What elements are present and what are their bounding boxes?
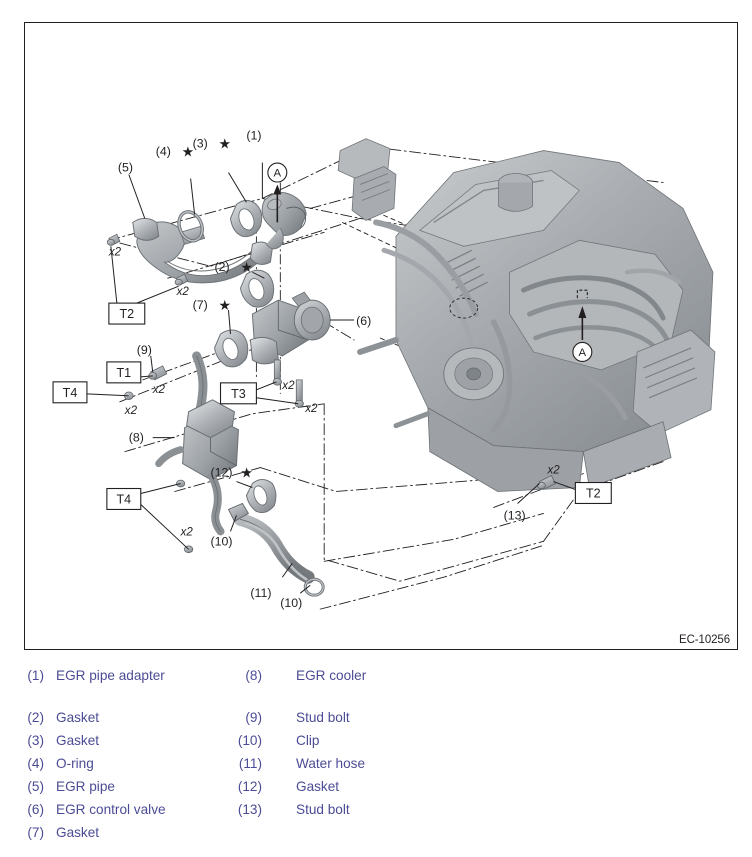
legend-label: EGR pipe adapter: [56, 668, 165, 683]
legend-label: Gasket: [56, 733, 100, 748]
torque-box-t2-upper: T2: [108, 246, 179, 325]
callout-11: (11): [250, 586, 271, 600]
quantity-labels: x2 x2 x2 x2 x2 x2 x2 x2: [108, 246, 560, 538]
qty-label: x2: [108, 246, 122, 258]
legend-label: O-ring: [56, 756, 94, 771]
legend-num: (1): [27, 668, 44, 683]
legend-num: (3): [27, 733, 44, 748]
star-icon: ★: [219, 137, 232, 153]
qty-label: x2: [546, 465, 560, 477]
star-icon: ★: [240, 466, 252, 482]
legend-num: (10): [237, 733, 262, 748]
torque-label: T2: [119, 307, 134, 321]
legend-num: (9): [245, 710, 262, 725]
legend-num: (5): [27, 779, 44, 794]
qty-label: x2: [124, 405, 138, 417]
qty-label: x2: [176, 286, 190, 298]
legend-label: Gasket: [56, 825, 100, 840]
section-marker-a-right: A: [572, 289, 593, 362]
parts-legend: (1) EGR pipe adapter (2) Gasket (3) Gask…: [0, 652, 752, 857]
callout-13: (13): [504, 508, 526, 522]
section-marker-label: A: [274, 168, 282, 180]
part-egr-control-valve: [249, 291, 355, 365]
legend-num: (13): [237, 802, 262, 817]
figure-id-label: EC-10256: [679, 634, 730, 646]
part-gasket-2: [239, 269, 275, 308]
part-gasket-3: [229, 199, 263, 238]
legend-num: (7): [27, 825, 44, 840]
egr-exploded-view-diagram: T2 T1 T4 T3: [52, 129, 716, 611]
torque-box-group: T2 T1 T4 T3: [52, 246, 612, 550]
part-egr-cooler: [152, 351, 239, 536]
part-water-hose: [233, 512, 315, 584]
legend-label: EGR control valve: [56, 802, 166, 817]
legend-num: (11): [238, 756, 262, 771]
torque-box-t1: T1: [106, 361, 153, 384]
callout-6: (6): [356, 314, 371, 328]
qty-label: x2: [304, 403, 318, 415]
part-gasket-12: [245, 479, 277, 514]
star-icon: ★: [182, 145, 194, 161]
legend-label: Stud bolt: [296, 710, 350, 725]
callout-2: (2): [215, 260, 230, 274]
torque-label: T2: [586, 486, 601, 500]
qty-label: x2: [281, 380, 295, 392]
legend-label: EGR cooler: [296, 668, 367, 683]
section-marker-a-left: A: [267, 162, 288, 223]
callout-10-upper: (10): [211, 534, 233, 548]
callout-10-lower: (10): [280, 596, 302, 610]
legend-num: (8): [245, 668, 262, 683]
part-egr-pipe-adapter: [261, 191, 307, 250]
torque-box-t4-upper: T4: [52, 381, 129, 404]
legend-label: Water hose: [296, 756, 366, 771]
callout-3: (3): [193, 137, 208, 151]
legend-num: (6): [27, 802, 44, 817]
part-clip-upper: [227, 502, 250, 523]
fastener-stud-bolts: [106, 233, 556, 554]
callout-leader-lines: [128, 162, 540, 594]
legend-label: Gasket: [296, 779, 340, 794]
torque-label: T4: [116, 492, 131, 506]
legend-num: (2): [27, 710, 44, 725]
legend-label: Clip: [296, 733, 320, 748]
torque-box-t3: T3: [219, 381, 299, 405]
callout-8: (8): [129, 431, 144, 445]
callout-9: (9): [137, 343, 152, 357]
part-gasket-7: [214, 329, 249, 368]
legend-label: Stud bolt: [296, 802, 350, 817]
torque-label: T1: [116, 366, 131, 380]
qty-label: x2: [180, 526, 194, 538]
torque-box-t4-lower: T4: [106, 483, 189, 550]
qty-label: x2: [152, 384, 166, 396]
legend-label: Gasket: [56, 710, 100, 725]
callout-7: (7): [193, 298, 208, 312]
torque-label: T4: [63, 386, 78, 400]
part-o-ring: [177, 210, 204, 243]
section-marker-label: A: [579, 347, 587, 359]
star-icon: ★: [219, 298, 232, 314]
figure-frame: T2 T1 T4 T3: [24, 22, 738, 650]
engine-assembly-illustration: [337, 138, 716, 492]
star-icon: ★: [240, 260, 252, 276]
callout-1: (1): [246, 129, 261, 143]
callout-12: (12): [211, 466, 233, 480]
torque-box-t2-lower: T2: [553, 481, 612, 505]
callout-4: (4): [156, 145, 171, 159]
callout-5: (5): [118, 161, 133, 175]
legend-label: EGR pipe: [56, 779, 115, 794]
torque-label: T3: [231, 387, 246, 401]
legend-num: (12): [237, 779, 262, 794]
part-clip-lower: [303, 577, 325, 597]
callout-numbers: (5) (4) ★ (3) ★ (1) (2) ★ (7) ★ (6) (9) …: [118, 129, 526, 611]
legend-num: (4): [27, 756, 44, 771]
